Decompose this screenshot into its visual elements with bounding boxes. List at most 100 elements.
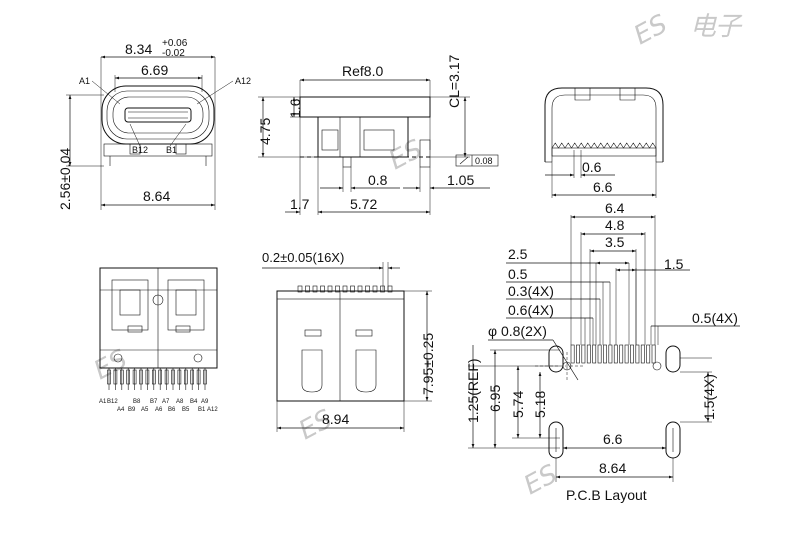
top-view: 0.2±0.05(16X) 7.95±0.25 8.94 (262, 250, 436, 432)
watermark-char-2: 子 (715, 12, 743, 42)
bottom-pin-labels-row2: A4 B9 A5 A6 B6 B5 B1 A12 (117, 407, 218, 413)
pcb-pad (624, 344, 629, 364)
pcb-dim-5-74: 5.74 (510, 391, 526, 418)
pin-foot (177, 369, 182, 385)
side-view: Ref8.0 CL=3.17 0.08 4.75 1.6 (257, 54, 499, 215)
dim-6-69: 6.69 (141, 62, 168, 78)
pin-tip (350, 285, 355, 293)
pin-label: A4 (117, 407, 125, 413)
rear-dim-0-6: 0.6 (582, 159, 602, 175)
pin-tip (305, 285, 310, 293)
pin-foot (196, 369, 201, 385)
dim-8-34-tol-minus: -0.02 (162, 48, 185, 59)
pin-label: A6 (155, 407, 163, 413)
pin-label-b1: B1 (166, 145, 177, 155)
dim-cl-3-17: CL=3.17 (446, 54, 462, 108)
pcb-pad (613, 344, 618, 364)
pin-label: A7 (162, 399, 170, 405)
pcb-pad (630, 344, 634, 364)
pin-label: B7 (150, 399, 158, 405)
pin-tip (297, 285, 303, 293)
pin-foot (132, 369, 137, 385)
pcb-pad (640, 344, 645, 364)
pin-label: B1 (198, 407, 206, 413)
rear-view: 0.6 6.6 (544, 87, 664, 198)
pcb-pad (635, 344, 640, 364)
pcb-pad (608, 344, 613, 364)
pin-label-a12: A12 (235, 76, 251, 86)
dim-0-8: 0.8 (368, 172, 388, 188)
dim-1-7: 1.7 (290, 196, 310, 212)
pcb-dim-hole: φ 0.8(2X) (488, 323, 547, 339)
pcb-dim-1-5-4x: 1.5(4X) (701, 374, 717, 420)
dim-8-64: 8.64 (143, 188, 170, 204)
pin-foot (190, 369, 194, 385)
pin-foot (158, 369, 162, 385)
pin-label: B6 (168, 407, 176, 413)
dim-2-56: 2.56±0.04 (57, 148, 73, 210)
dim-1-05: 1.05 (447, 172, 474, 188)
pin-foot (126, 369, 130, 385)
pcb-pad (603, 344, 607, 364)
pcb-pad (597, 344, 602, 364)
dim-1-6: 1.6 (287, 98, 303, 118)
pin-foot (184, 369, 188, 385)
pcb-pad (576, 344, 580, 364)
pcb-pad (592, 344, 597, 364)
pin-foot (145, 369, 150, 385)
pcb-dim-0-3: 0.3(4X) (508, 283, 554, 299)
pin-label: A12 (207, 407, 218, 413)
pcb-dim-8-64: 8.64 (599, 460, 626, 476)
pin-label: B5 (182, 407, 190, 413)
pcb-pad (651, 344, 656, 364)
pcb-dim-5-18: 5.18 (532, 391, 548, 418)
pcb-dim-6-4: 6.4 (605, 200, 625, 216)
pin-tip (327, 285, 333, 293)
pin-tip (342, 285, 348, 293)
pcb-dim-0-5: 0.5 (508, 266, 528, 282)
pcb-layout-title: P.C.B Layout (566, 487, 647, 503)
pin-label: B8 (133, 399, 141, 405)
pcb-pad (586, 344, 591, 364)
pcb-dim-6-95: 6.95 (487, 385, 503, 412)
dim-7-95: 7.95±0.25 (420, 333, 436, 395)
pin-foot (152, 369, 156, 385)
pcb-dim-1-25: 1.25(REF) (465, 358, 481, 423)
pin-label: B4 (190, 399, 198, 405)
pcb-layout: 6.4 4.8 3.5 2.5 1.5 0.5 0.3(4X) 0.6(4X) … (465, 200, 740, 503)
dim-8-34: 8.34 (125, 41, 152, 57)
pcb-dim-1-5: 1.5 (664, 256, 684, 272)
pin-label: A9 (201, 399, 209, 405)
pin-tip (365, 285, 370, 293)
dim-5-72: 5.72 (350, 196, 377, 212)
pin-label: A5 (141, 407, 149, 413)
pcb-dim-3-5: 3.5 (605, 234, 625, 250)
pin-tip (357, 285, 363, 293)
pcb-pad (581, 344, 586, 364)
rear-dim-6-6: 6.6 (593, 179, 613, 195)
pin-tip (335, 285, 340, 293)
watermark-brand-5: ES (384, 134, 427, 176)
pin-label: A1 (99, 399, 107, 405)
pin-label: A8 (176, 399, 184, 405)
pin-foot (120, 369, 124, 385)
pin-label: B9 (128, 407, 136, 413)
pin-foot (171, 369, 175, 385)
pin-label-b12: B12 (132, 145, 148, 155)
pcb-dim-0-5-4x: 0.5(4X) (692, 310, 738, 326)
dim-4-75: 4.75 (257, 118, 273, 145)
front-view: 8.34 +0.06 -0.02 6.69 A1 A12 B12 B1 2.56… (57, 38, 251, 210)
pin-label-a1: A1 (79, 76, 90, 86)
pin-tip (372, 285, 378, 293)
pin-tip (320, 285, 325, 293)
dim-ref-8-0: Ref8.0 (342, 63, 383, 79)
pcb-pad (619, 344, 624, 364)
pcb-dim-6-6: 6.6 (603, 431, 623, 447)
pin-tip (312, 285, 318, 293)
dim-8-34-tol-plus: +0.06 (162, 38, 188, 49)
pin-foot (203, 369, 207, 385)
pcb-dim-2-5: 2.5 (508, 246, 528, 262)
watermark-char-1: 电 (690, 12, 717, 42)
